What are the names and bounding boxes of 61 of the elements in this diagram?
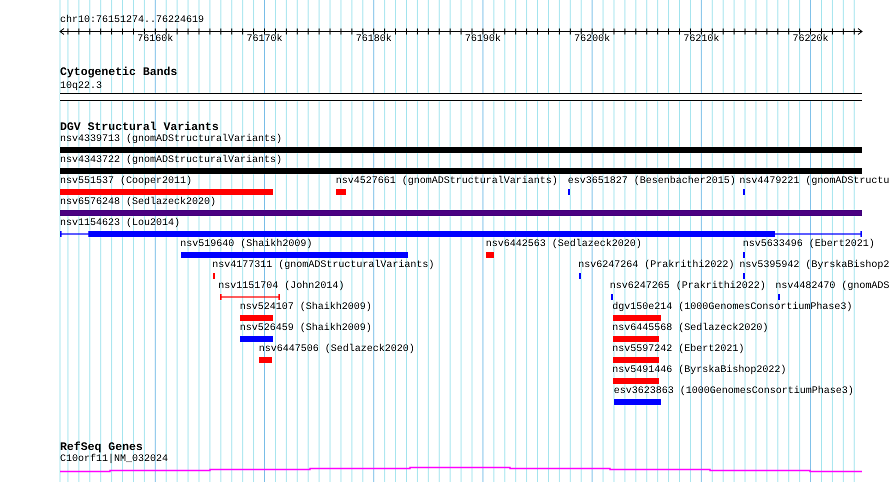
variant-label: nsv524107 (Shaikh2009)	[240, 302, 372, 314]
cytoband-bar	[60, 92, 862, 101]
variant-bar	[60, 168, 862, 174]
variant-label: nsv519640 (Shaikh2009)	[180, 239, 312, 251]
variant-bar	[486, 252, 494, 258]
variant-bar	[60, 189, 273, 195]
variant-bar	[240, 315, 273, 321]
variant-bar	[742, 273, 745, 279]
variant-label: nsv551537 (Cooper2011)	[60, 176, 192, 188]
tick-label: 76190k	[464, 34, 501, 46]
variant-bar	[259, 357, 272, 363]
gene-line	[60, 466, 862, 472]
variant-label: nsv6576248 (Sedlazeck2020)	[60, 197, 216, 209]
gene-label: C10orf11|NM_032024	[60, 454, 168, 466]
variant-label: nsv6447506 (Sedlazeck2020)	[258, 344, 415, 356]
variant-bar	[742, 252, 745, 258]
variant-bar	[212, 273, 215, 279]
band-label: 10q22.3	[60, 80, 102, 93]
variant-label: nsv5633496 (Ebert2021)	[742, 239, 875, 251]
track-heading: RefSeq Genes	[60, 441, 143, 454]
variant-bar	[60, 231, 862, 237]
variant-label: nsv6445568 (Sedlazeck2020)	[612, 323, 768, 335]
variant-label: nsv4479221 (gnomADStructu	[739, 176, 890, 188]
variant-bar	[60, 147, 862, 153]
variant-bar	[220, 294, 280, 300]
variant-bar	[60, 210, 862, 216]
tick-label: 76200k	[574, 34, 610, 46]
tick-label: 76160k	[137, 34, 174, 46]
variant-label: nsv6442563 (Sedlazeck2020)	[486, 239, 642, 251]
variant-bar	[613, 315, 661, 321]
variant-label: nsv4339713 (gnomADStructuralVariants)	[60, 134, 282, 146]
tick-label: 76210k	[683, 34, 720, 46]
tick-label: 76180k	[356, 34, 392, 46]
variant-label: nsv5491446 (ByrskaBishop2022)	[612, 365, 786, 377]
track-heading: Cytogenetic Bands	[60, 66, 178, 80]
variant-label: dgv150e214 (1000GenomesConsortiumPhase3)	[612, 302, 852, 314]
variant-label: nsv526459 (Shaikh2009)	[240, 323, 372, 335]
variant-bar	[180, 252, 408, 258]
coordinate-label: chr10:76151274..76224619	[60, 15, 204, 28]
variant-label: nsv4482470 (gnomADS	[775, 281, 890, 293]
variant-bar	[613, 336, 659, 342]
variant-label: nsv4527661 (gnomADStructuralVariants)	[336, 176, 558, 188]
variant-label: nsv4177311 (gnomADStructuralVariants)	[212, 260, 434, 272]
variant-label: nsv4343722 (gnomADStructuralVariants)	[60, 155, 282, 167]
variant-bar	[614, 399, 661, 405]
variant-label: esv3651827 (Besenbacher2015)	[568, 176, 736, 188]
variant-label: nsv1151704 (John2014)	[218, 281, 344, 293]
variant-label: nsv6247264 (Prakrithi2022)	[578, 260, 734, 272]
tick-label: 76170k	[246, 34, 282, 46]
track-heading: DGV Structural Variants	[60, 121, 219, 134]
variant-label: nsv6247265 (Prakrithi2022)	[610, 281, 766, 293]
variant-bar	[613, 378, 659, 384]
variant-label: esv3623863 (1000GenomesConsortiumPhase3)	[614, 386, 854, 398]
variant-bar	[240, 336, 273, 342]
variant-bar	[613, 357, 659, 363]
variant-label: nsv1154623 (Lou2014)	[60, 218, 180, 230]
variant-bar	[336, 189, 346, 195]
variant-label: nsv5395942 (ByrskaBishop2	[739, 260, 890, 272]
variant-label: nsv5597242 (Ebert2021)	[612, 344, 744, 356]
tick-label: 76220k	[792, 34, 829, 46]
variant-bar	[742, 189, 745, 195]
